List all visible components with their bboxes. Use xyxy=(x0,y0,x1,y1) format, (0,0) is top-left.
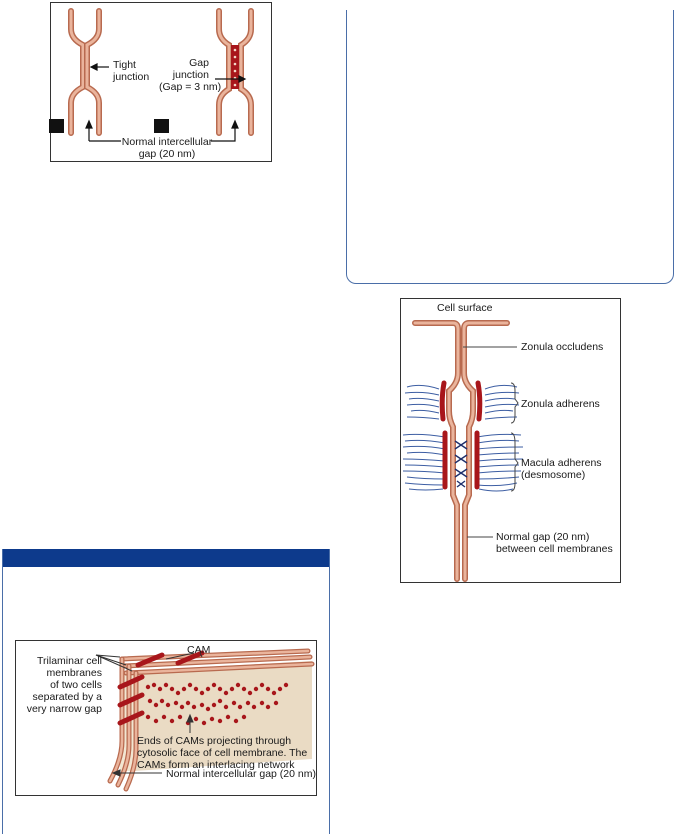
top-membranes xyxy=(119,648,315,676)
tight-junction-membranes xyxy=(68,8,102,136)
right-text-panel xyxy=(346,10,674,284)
black-marker xyxy=(49,119,64,133)
cam-network xyxy=(145,682,289,726)
desmosome-filaments xyxy=(402,433,524,492)
plaques xyxy=(439,380,483,490)
zonula-filaments xyxy=(404,384,520,420)
cam-normal-gap-label: Normal intercellular gap (20 nm) xyxy=(166,768,316,780)
junction-diagram xyxy=(68,8,254,142)
zonula-adherens-label: Zonula adherens xyxy=(521,398,600,410)
macula-adherens-label: Macula adherens (desmosome) xyxy=(521,457,602,481)
normal-gap-label: Normal gap (20 nm) between cell membrane… xyxy=(496,531,613,555)
zonula-figure: Cell surface Zonula occludens Zonula adh… xyxy=(400,298,621,583)
normal-gap-label: Normal intercellular gap (20 nm) xyxy=(121,136,213,160)
left-text-panel xyxy=(2,549,330,834)
desmosome-linkers xyxy=(454,440,468,488)
cam-label: CAM xyxy=(187,644,211,656)
zonula-diagram xyxy=(402,320,524,582)
tight-junction-label: Tight junction xyxy=(113,59,150,83)
panel-header-bar xyxy=(3,549,329,567)
gap-junction-label: Gap junction (Gap = 3 nm) xyxy=(159,57,222,93)
gap-junction-membranes xyxy=(216,8,254,136)
junction-figure: Tight junction Gap junction (Gap = 3 nm)… xyxy=(49,2,272,162)
cam-bars xyxy=(117,650,205,726)
cell-surface-label: Cell surface xyxy=(437,302,493,314)
side-membranes xyxy=(107,656,139,792)
zonula-occludens-label: Zonula occludens xyxy=(521,341,604,353)
zonula-leaders xyxy=(463,346,519,538)
cam-figure: CAM Trilaminar cell membranes of two cel… xyxy=(15,640,317,796)
zonula-membranes xyxy=(412,320,510,582)
black-marker xyxy=(154,119,169,133)
cam-diagram xyxy=(95,648,315,792)
trilaminar-label: Trilaminar cell membranes of two cells s… xyxy=(26,655,102,715)
cam-ends-label: Ends of CAMs projecting through cytosoli… xyxy=(137,735,308,771)
cam-leaders xyxy=(95,652,203,777)
junction-arrows xyxy=(85,63,247,142)
